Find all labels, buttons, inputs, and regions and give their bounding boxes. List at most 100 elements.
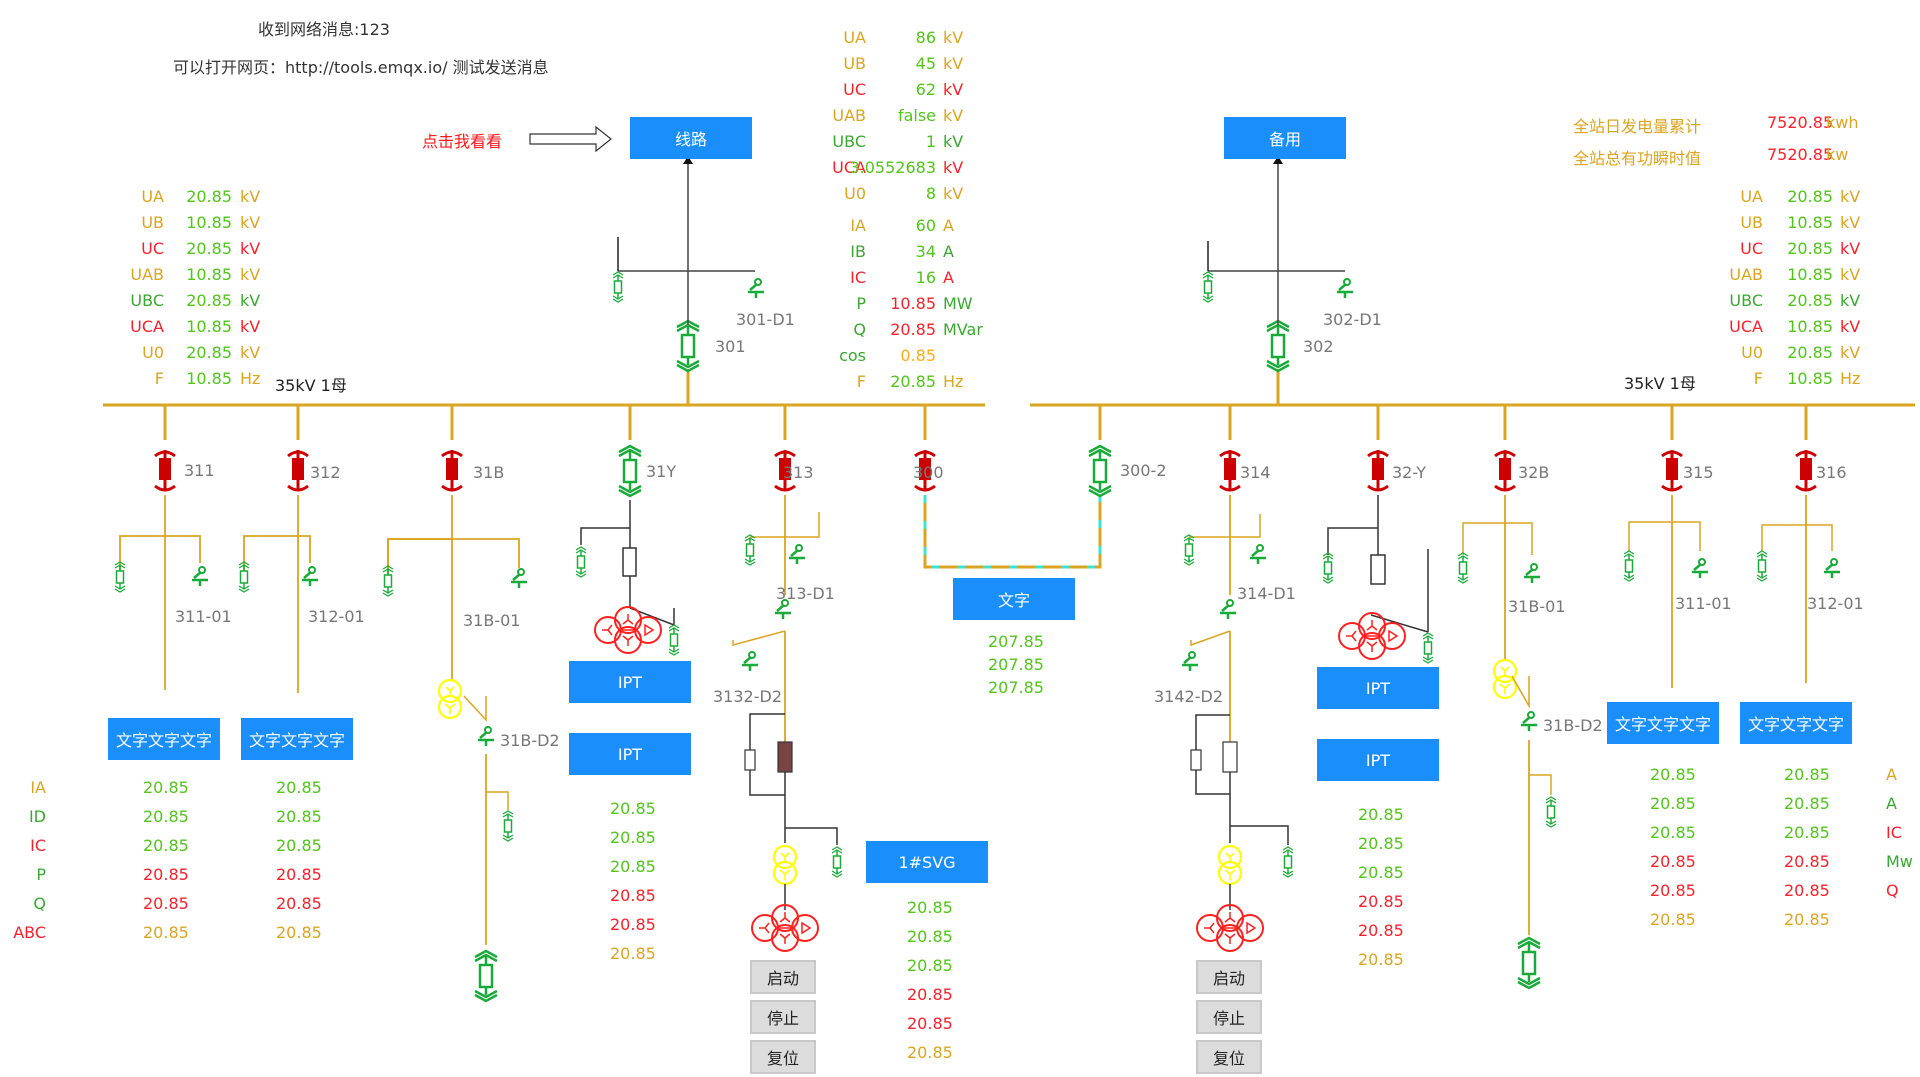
- stop-button-right[interactable]: 停止: [1196, 1000, 1262, 1034]
- feeder-315-button[interactable]: 文字文字文字: [1607, 702, 1719, 744]
- stop-button-left[interactable]: 停止: [750, 1000, 816, 1034]
- feeder-32b: [1457, 405, 1557, 990]
- device-label-302-d1: 302-D1: [1323, 310, 1382, 329]
- measure-unit: kV: [943, 158, 964, 177]
- table-value: 20.85: [1650, 910, 1696, 929]
- measure-unit: kV: [240, 291, 261, 310]
- start-button-left[interactable]: 启动: [750, 960, 816, 994]
- table-value: 20.85: [610, 915, 656, 934]
- measure-value: 45: [915, 54, 936, 73]
- measure-label: F: [1753, 369, 1763, 388]
- measure-value: 10.85: [186, 213, 232, 232]
- device-label-311: 311: [184, 461, 215, 480]
- measure-label: F: [154, 369, 164, 388]
- table-value: 20.85: [1784, 765, 1830, 784]
- measure-unit: A: [943, 216, 954, 235]
- table-row-unit: A: [1886, 794, 1897, 813]
- measure-label: UC: [1740, 239, 1763, 258]
- measure-label: UAB: [130, 265, 164, 284]
- table-value: 20.85: [907, 956, 953, 975]
- tie-text-button[interactable]: 文字: [953, 578, 1075, 620]
- table-value: 20.85: [276, 836, 322, 855]
- table-value: 20.85: [1358, 921, 1404, 940]
- device-label-316: 316: [1816, 463, 1847, 482]
- table-row-label: ABC: [13, 923, 46, 942]
- table-value: 20.85: [610, 799, 656, 818]
- table-value: 20.85: [1650, 852, 1696, 871]
- measure-value: 0.85: [900, 346, 936, 365]
- table-value: 20.85: [143, 778, 189, 797]
- measure-value: 10.85: [186, 317, 232, 336]
- table-row-unit: IC: [1886, 823, 1902, 842]
- measure-value: 34: [915, 242, 936, 261]
- ipt-button-31y-2[interactable]: IPT: [569, 733, 691, 775]
- measure-value: 8: [925, 184, 936, 203]
- incoming-302: [1202, 156, 1355, 404]
- measure-unit: kV: [240, 265, 261, 284]
- measure-label: UAB: [1729, 265, 1763, 284]
- table-value: 20.85: [276, 894, 322, 913]
- measure-value: 20.85: [1787, 187, 1833, 206]
- feeder-312-button[interactable]: 文字文字文字: [241, 718, 353, 760]
- measure-label: IA: [850, 216, 866, 235]
- measure-label: U0: [1741, 343, 1763, 362]
- measure-unit: kV: [943, 106, 964, 125]
- device-label-32b: 32B: [1518, 463, 1550, 482]
- feeder-32-y: [1322, 405, 1434, 664]
- reset-button-right[interactable]: 复位: [1196, 1040, 1262, 1074]
- measure-value: 20.85: [186, 187, 232, 206]
- feeder-311-button[interactable]: 文字文字文字: [108, 718, 220, 760]
- device-label-32b-01: 31B-01: [1508, 597, 1566, 616]
- measure-label: U0: [844, 184, 866, 203]
- measure-value: 20.85: [1787, 343, 1833, 362]
- device-label-312: 312: [310, 463, 341, 482]
- standby-button[interactable]: 备用: [1224, 117, 1346, 159]
- bus-label-left: 35kV 1母: [275, 376, 347, 395]
- device-label-31b-01: 31B-01: [463, 611, 521, 630]
- table-row-unit: A: [1886, 765, 1897, 784]
- measure-value: false: [897, 106, 936, 125]
- start-button-right[interactable]: 启动: [1196, 960, 1262, 994]
- feeder-31y: [575, 405, 680, 656]
- device-label-311-01: 311-01: [175, 607, 232, 626]
- measure-value: 20.85: [890, 320, 936, 339]
- measure-label: cos: [839, 346, 866, 365]
- table-value: 20.85: [907, 985, 953, 1004]
- line-button[interactable]: 线路: [630, 117, 752, 159]
- reset-button-left[interactable]: 复位: [750, 1040, 816, 1074]
- device-label-315: 315: [1683, 463, 1714, 482]
- table-value: 20.85: [1358, 892, 1404, 911]
- measure-label: IB: [850, 242, 866, 261]
- measure-value: 20.85: [186, 343, 232, 362]
- table-value: 20.85: [1784, 910, 1830, 929]
- measure-unit: kV: [943, 54, 964, 73]
- measure-unit: Hz: [943, 372, 964, 391]
- measure-value: 10.85: [186, 369, 232, 388]
- device-label-31b: 31B: [473, 463, 505, 482]
- measure-unit: kV: [240, 213, 261, 232]
- total-value: 7520.85: [1767, 113, 1834, 132]
- feeder-316-button[interactable]: 文字文字文字: [1740, 702, 1852, 744]
- svg-button[interactable]: 1#SVG: [866, 841, 988, 883]
- table-value: 20.85: [907, 927, 953, 946]
- click-hint[interactable]: 点击我看看: [422, 132, 503, 151]
- measure-value: 16: [915, 268, 936, 287]
- table-row-label: ID: [28, 807, 46, 826]
- measure-label: UB: [1740, 213, 1763, 232]
- hint-arrow: [529, 125, 612, 153]
- measure-unit: kV: [943, 184, 964, 203]
- measure-unit: kV: [240, 187, 261, 206]
- table-value: 20.85: [610, 828, 656, 847]
- measure-value: 20.85: [1787, 291, 1833, 310]
- feeder-312: [238, 405, 320, 693]
- table-value: 20.85: [1650, 794, 1696, 813]
- measure-unit: Hz: [1840, 369, 1861, 388]
- ipt-button-32y-1[interactable]: IPT: [1317, 667, 1439, 709]
- measure-unit: A: [943, 242, 954, 261]
- measure-value: 10.85: [890, 294, 936, 313]
- measure-unit: MVar: [943, 320, 983, 339]
- ipt-button-32y-2[interactable]: IPT: [1317, 739, 1439, 781]
- ipt-button-31y-1[interactable]: IPT: [569, 661, 691, 703]
- tie-value: 207.85: [988, 678, 1044, 697]
